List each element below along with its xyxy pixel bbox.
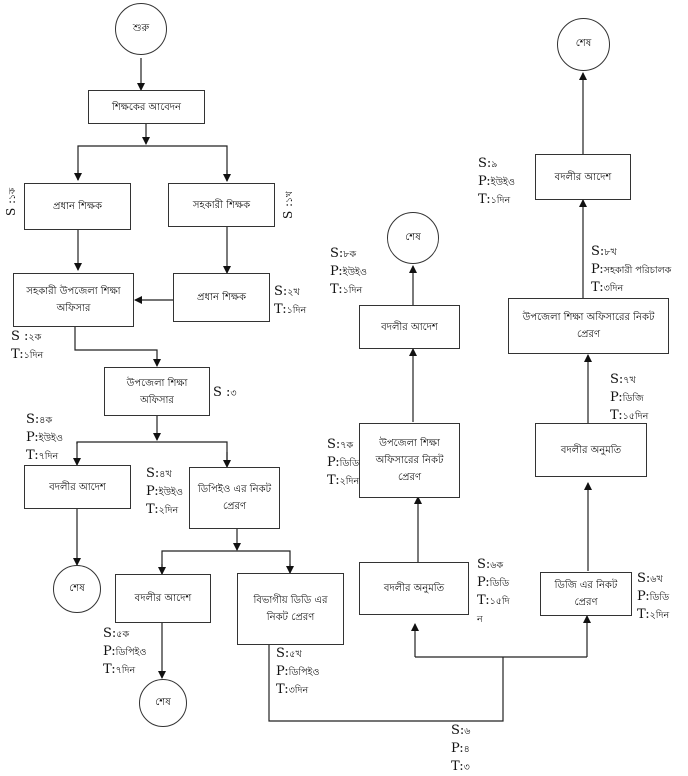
annotation-s1a: S :১ক: [4, 187, 18, 216]
branch-upazila: [76, 441, 228, 460]
annotation-s7b: S:৭খ P:ডিজি T:১৫দিন: [610, 372, 649, 423]
annotation-s5b: S:৫খ P:ডিপিইও T:৩দিন: [276, 646, 320, 697]
send-to-dpeo-box: ডিপিইও এর নিকট প্রেরণ: [189, 467, 280, 529]
annotation-s9: S:৯ P:ইউইও T:১দিন: [478, 156, 515, 207]
end-node-2: শেষ: [139, 679, 187, 727]
end-node-1: শেষ: [53, 565, 101, 613]
arrow-asst-officer-to-upazila: [74, 327, 161, 367]
branch-dpeo: [161, 550, 291, 574]
transfer-order-box-4: বদলীর আদেশ: [535, 154, 631, 200]
annotation-s2b: S:২খ T:১দিন: [274, 284, 307, 317]
send-to-dg-box: ডিজি এর নিকট প্রেরণ: [540, 572, 632, 616]
end-node-4: শেষ: [557, 18, 610, 71]
head-teacher-right-box: প্রধান শিক্ষক: [173, 273, 270, 322]
annotation-s6a: S:৬ক P:ডিডি T:১৫দি ন: [477, 557, 510, 625]
annotation-s5a: S:৫ক P:ডিপিইও T:৭দিন: [103, 626, 147, 677]
transfer-permission-box-1: বদলীর অনুমতি: [359, 562, 469, 615]
annotation-s3: S :৩: [213, 385, 237, 400]
transfer-order-box-1: বদলীর আদেশ: [24, 465, 131, 509]
start-node: শুরু: [115, 3, 167, 55]
head-teacher-left-box: প্রধান শিক্ষক: [24, 183, 131, 230]
annotation-s1b: S :১খ: [281, 191, 295, 219]
send-to-divisional-dd-box: বিভাগীয় ডিডি এর নিকট প্রেরণ: [237, 573, 344, 645]
send-to-upazila-officer-box-1: উপজেলা শিক্ষা অফিসারের নিকট প্রেরণ: [359, 423, 460, 498]
annotation-s2a: S :২ক T:১দিন: [11, 329, 44, 362]
transfer-order-box-2: বদলীর আদেশ: [115, 574, 211, 623]
transfer-permission-box-2: বদলীর অনুমতি: [535, 423, 647, 477]
assistant-teacher-box: সহকারী শিক্ষক: [168, 183, 275, 227]
annotation-s8b: S:৮খ P:সহকারী পরিচালক T:৩দিন: [591, 244, 672, 295]
send-to-upazila-officer-box-2: উপজেলা শিক্ষা অফিসারের নিকট প্রেরণ: [508, 298, 669, 354]
annotation-s8a: S:৮ক P:ইউইও T:১দিন: [330, 246, 367, 297]
assistant-upazila-officer-box: সহকারী উপজেলা শিক্ষা অফিসার: [13, 273, 134, 327]
annotation-s6: S:৬ P:৪ T:৩: [451, 723, 471, 774]
branch-teachers: [77, 145, 228, 180]
connector-dd-to-s6: [268, 644, 504, 722]
annotation-s4b: S:৪খ P:ইউইও T:২দিন: [146, 466, 183, 517]
annotation-s7a: S:৭ক P:ডিডি T:২দিন: [327, 437, 360, 488]
end-node-3: শেষ: [387, 212, 439, 264]
annotation-s6b: S:৬খ P:ডিডি T:২দিন: [637, 571, 670, 622]
annotation-s4a: S:৪ক P:ইউইও T:৭দিন: [26, 412, 63, 463]
application-box: শিক্ষকের আবেদন: [88, 90, 205, 124]
upazila-officer-box: উপজেলা শিক্ষা অফিসার: [104, 367, 210, 416]
transfer-order-box-3: বদলীর আদেশ: [359, 305, 460, 349]
